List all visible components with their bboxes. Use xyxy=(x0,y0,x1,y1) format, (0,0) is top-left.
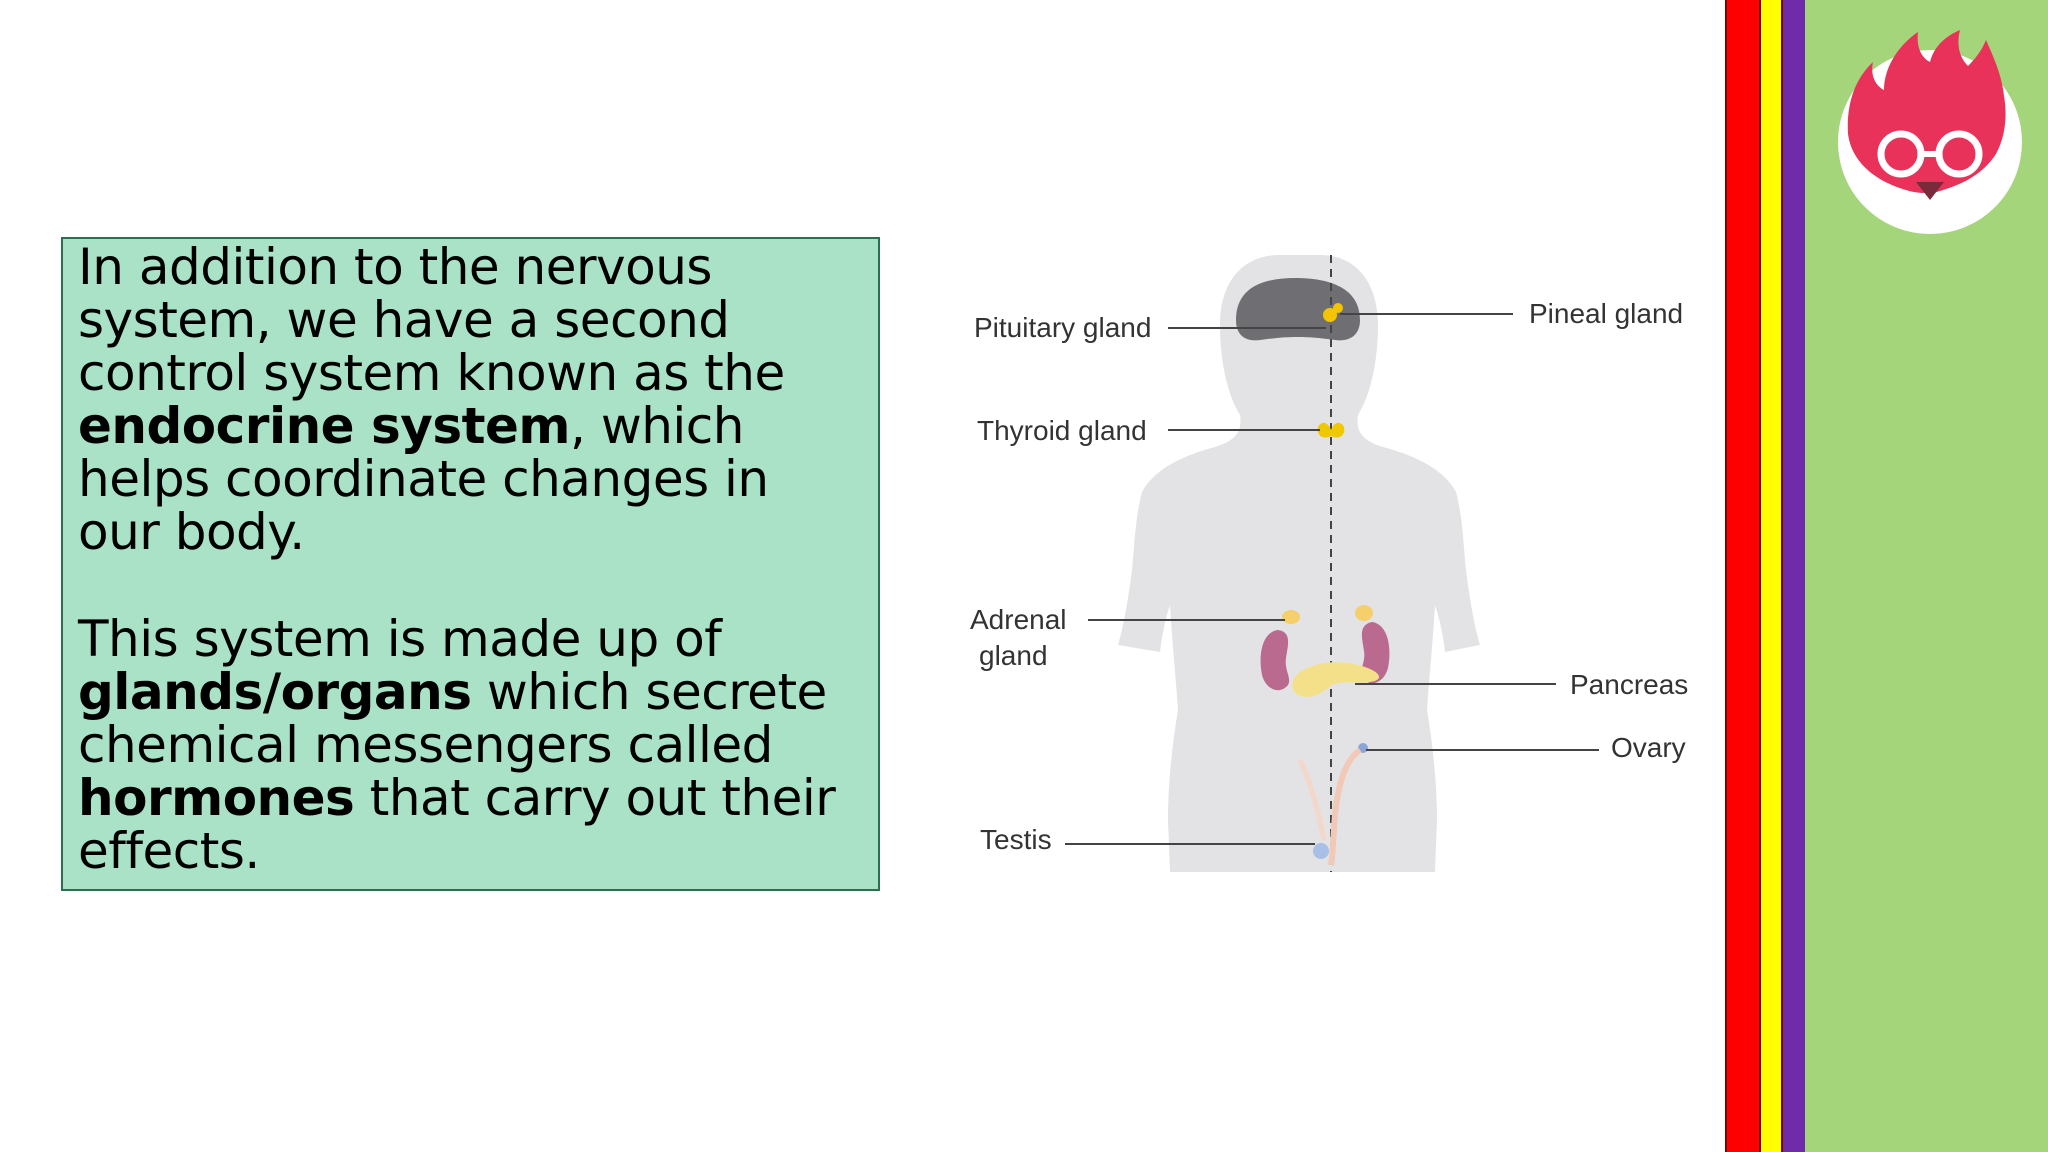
flame-mascot-with-glasses-icon xyxy=(1818,14,2038,234)
text-box: In addition to the nervous system, we ha… xyxy=(61,237,880,891)
term-hormones: hormones xyxy=(78,769,355,827)
term-endocrine-system: endocrine system xyxy=(78,397,571,455)
pineal-shape xyxy=(1333,303,1343,313)
brain-shape xyxy=(1236,278,1360,341)
purple-stripe xyxy=(1783,0,1805,1152)
label-pituitary: Pituitary gland xyxy=(974,312,1151,343)
ovary-shape xyxy=(1358,743,1368,753)
red-stripe xyxy=(1725,0,1761,1152)
body-silhouette xyxy=(1118,255,1480,872)
pituitary-shape xyxy=(1323,308,1337,322)
body-outline-svg: Pituitary gland Pineal gland Thyroid gla… xyxy=(970,255,1688,872)
label-pineal: Pineal gland xyxy=(1529,298,1683,329)
testis-shape xyxy=(1313,843,1329,859)
label-testis: Testis xyxy=(980,824,1052,855)
paragraph-intro: In addition to the nervous system, we ha… xyxy=(78,239,864,559)
kidney-left-shape xyxy=(1260,630,1290,691)
intro-text-end: , which helps coordinate changes in our … xyxy=(78,397,769,561)
paragraph-glands: This system is made up of glands/organs … xyxy=(78,613,864,878)
label-thyroid: Thyroid gland xyxy=(977,415,1147,446)
kidney-right-shape xyxy=(1360,622,1390,684)
label-ovary: Ovary xyxy=(1611,732,1686,763)
thyroid-shape xyxy=(1317,422,1345,438)
reproductive-tract xyxy=(1328,747,1362,866)
yellow-stripe xyxy=(1761,0,1783,1152)
adrenal-left-shape xyxy=(1282,610,1300,624)
adrenal-right-shape xyxy=(1355,605,1373,621)
reproductive-tract-2 xyxy=(1297,758,1327,841)
label-pancreas: Pancreas xyxy=(1570,669,1688,700)
glands-text-mid: which secrete chemical messengers called xyxy=(78,663,827,774)
label-adrenal-line1: Adrenal xyxy=(970,604,1067,635)
pancreas-shape xyxy=(1292,662,1380,697)
glands-text-end: that carry out their effects. xyxy=(78,769,836,880)
intro-text: In addition to the nervous system, we ha… xyxy=(78,238,785,402)
label-adrenal-line2: gland xyxy=(979,640,1048,671)
term-glands-organs: glands/organs xyxy=(78,663,472,721)
glands-text: This system is made up of xyxy=(78,610,722,668)
endocrine-diagram: Pituitary gland Pineal gland Thyroid gla… xyxy=(940,240,1720,900)
